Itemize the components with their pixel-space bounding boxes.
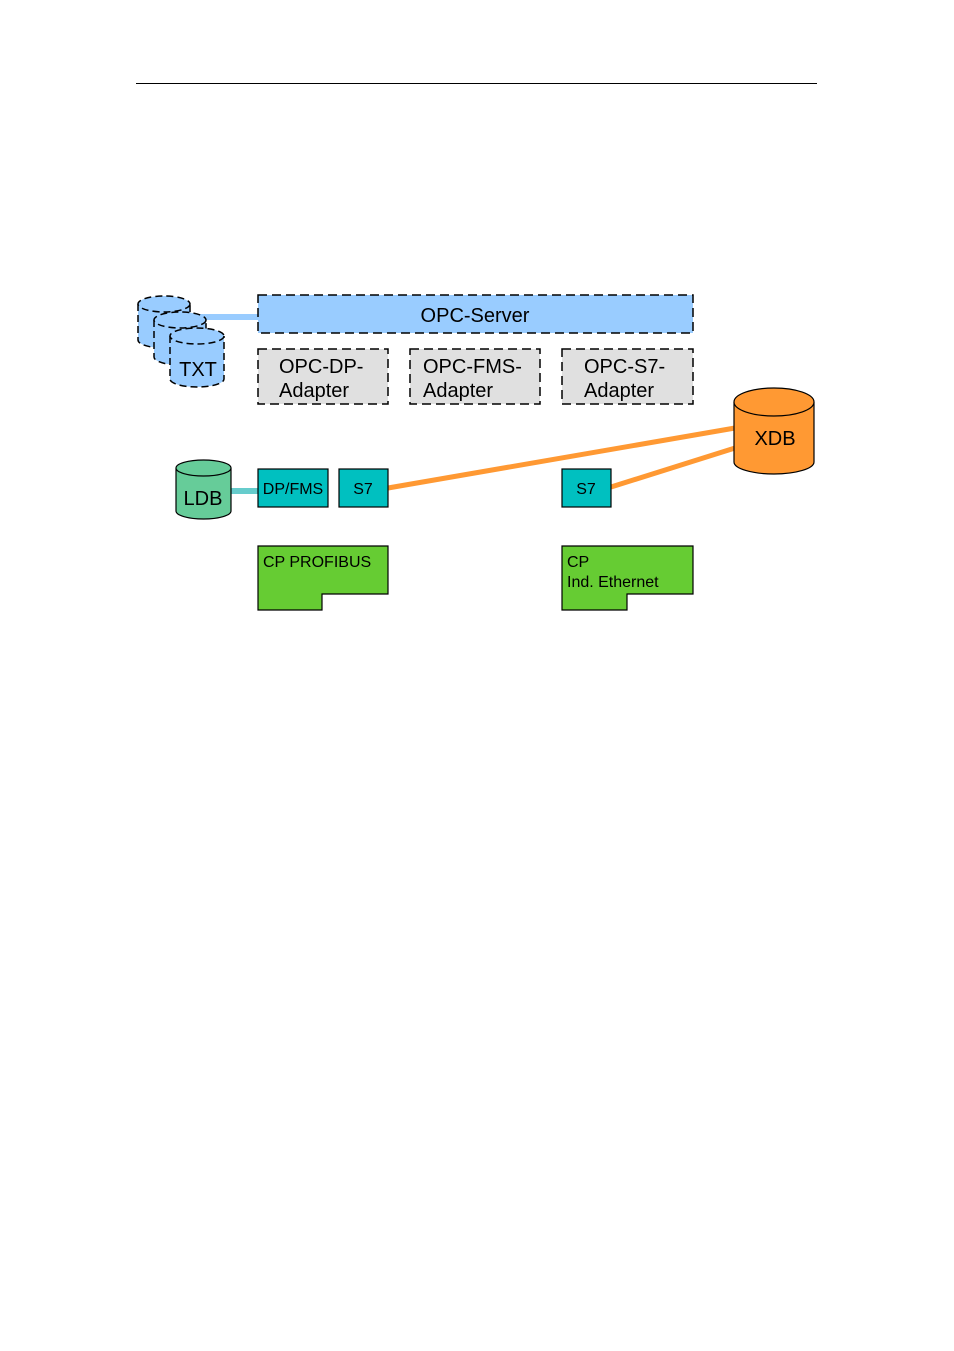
- opc-dp-adapter-label-line2: Adapter: [279, 380, 349, 402]
- opc-server-box: [257, 294, 694, 334]
- header-rule: [136, 83, 817, 84]
- cp-ethernet-card: [561, 545, 694, 611]
- ldb-database: [175, 459, 232, 520]
- cp-ethernet-label-line2: Ind. Ethernet: [567, 574, 659, 591]
- s7-right-module-label: S7: [576, 481, 596, 498]
- s7-left-module: [338, 468, 389, 508]
- dpfms-module: [257, 468, 329, 508]
- opc-s7-adapter-label-line2: Adapter: [584, 380, 654, 402]
- cp-profibus-label: CP PROFIBUS: [263, 554, 371, 571]
- s7-left-xdb-link: [387, 425, 736, 491]
- txt-database-label: TXT: [179, 359, 217, 381]
- s7-left-module-label: S7: [353, 481, 373, 498]
- s7-right-xdb-link: [610, 445, 736, 490]
- dpfms-module-label: DP/FMS: [263, 481, 323, 498]
- opc-fms-adapter-label-line1: OPC-FMS-: [423, 356, 522, 378]
- cp-profibus-card: [257, 545, 389, 611]
- opc-dp-adapter-label-line1: OPC-DP-: [279, 356, 363, 378]
- opc-s7-adapter-label-line1: OPC-S7-: [584, 356, 665, 378]
- cp-ethernet-label-line1: CP: [567, 554, 589, 571]
- opc-fms-adapter-label-line2: Adapter: [423, 380, 493, 402]
- txt-database-stack: [137, 295, 225, 388]
- opc-server-label: OPC-Server: [421, 305, 530, 327]
- ldb-database-label: LDB: [184, 488, 223, 510]
- xdb-database-label: XDB: [754, 428, 795, 450]
- xdb-database: [733, 387, 815, 475]
- opc-fms-adapter-box: [409, 348, 541, 405]
- opc-s7-adapter-box: [561, 348, 694, 405]
- s7-right-module: [561, 468, 612, 508]
- opc-dp-adapter-box: [257, 348, 389, 405]
